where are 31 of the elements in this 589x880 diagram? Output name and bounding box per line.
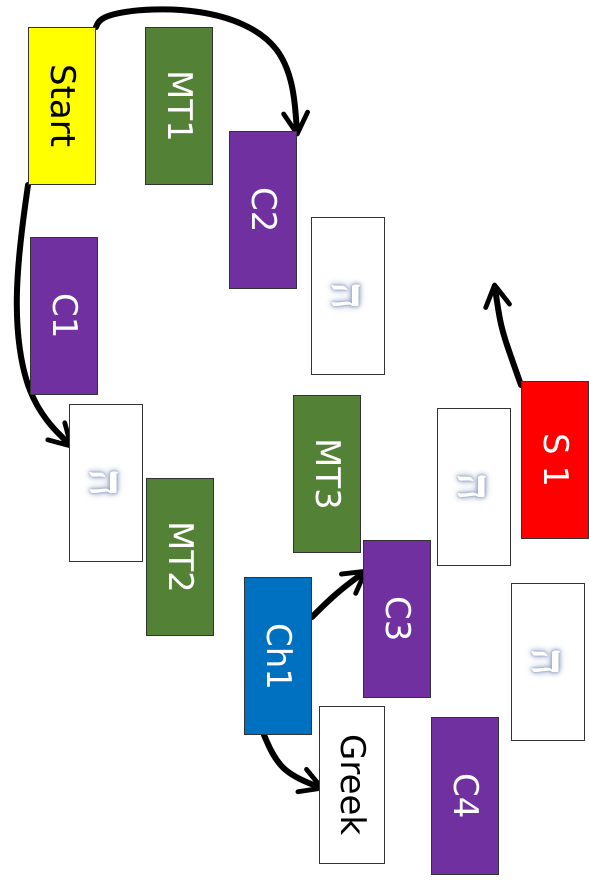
box-label: MT3 [310,438,344,510]
process-box [145,27,213,185]
box-label: C3 [380,596,414,642]
box-label: ה [320,282,376,310]
start-box [28,27,96,185]
box-label: ה [446,473,502,501]
process-box [319,706,385,864]
process-box [146,478,214,636]
box-label: ה [520,648,576,676]
process-box [437,408,511,566]
process-box [521,381,589,539]
process-box [293,395,361,553]
box-label: MT2 [163,521,197,593]
box-label: MT1 [162,70,196,142]
process-box [511,583,585,741]
process-box [363,540,431,698]
box-label: C1 [47,293,81,339]
process-box [69,404,143,562]
box-label: C4 [448,773,482,819]
process-box [431,717,499,875]
process-box [244,577,312,735]
process-box [30,237,98,395]
box-label: Ch1 [261,622,295,690]
box-label: C2 [246,187,280,233]
arrow [483,282,524,388]
box-label: ה [78,469,134,497]
process-box [229,131,297,289]
box-label: S 1 [538,432,572,488]
process-box [311,217,385,375]
box-label: Start [45,64,79,148]
box-label: Greek [335,734,369,836]
